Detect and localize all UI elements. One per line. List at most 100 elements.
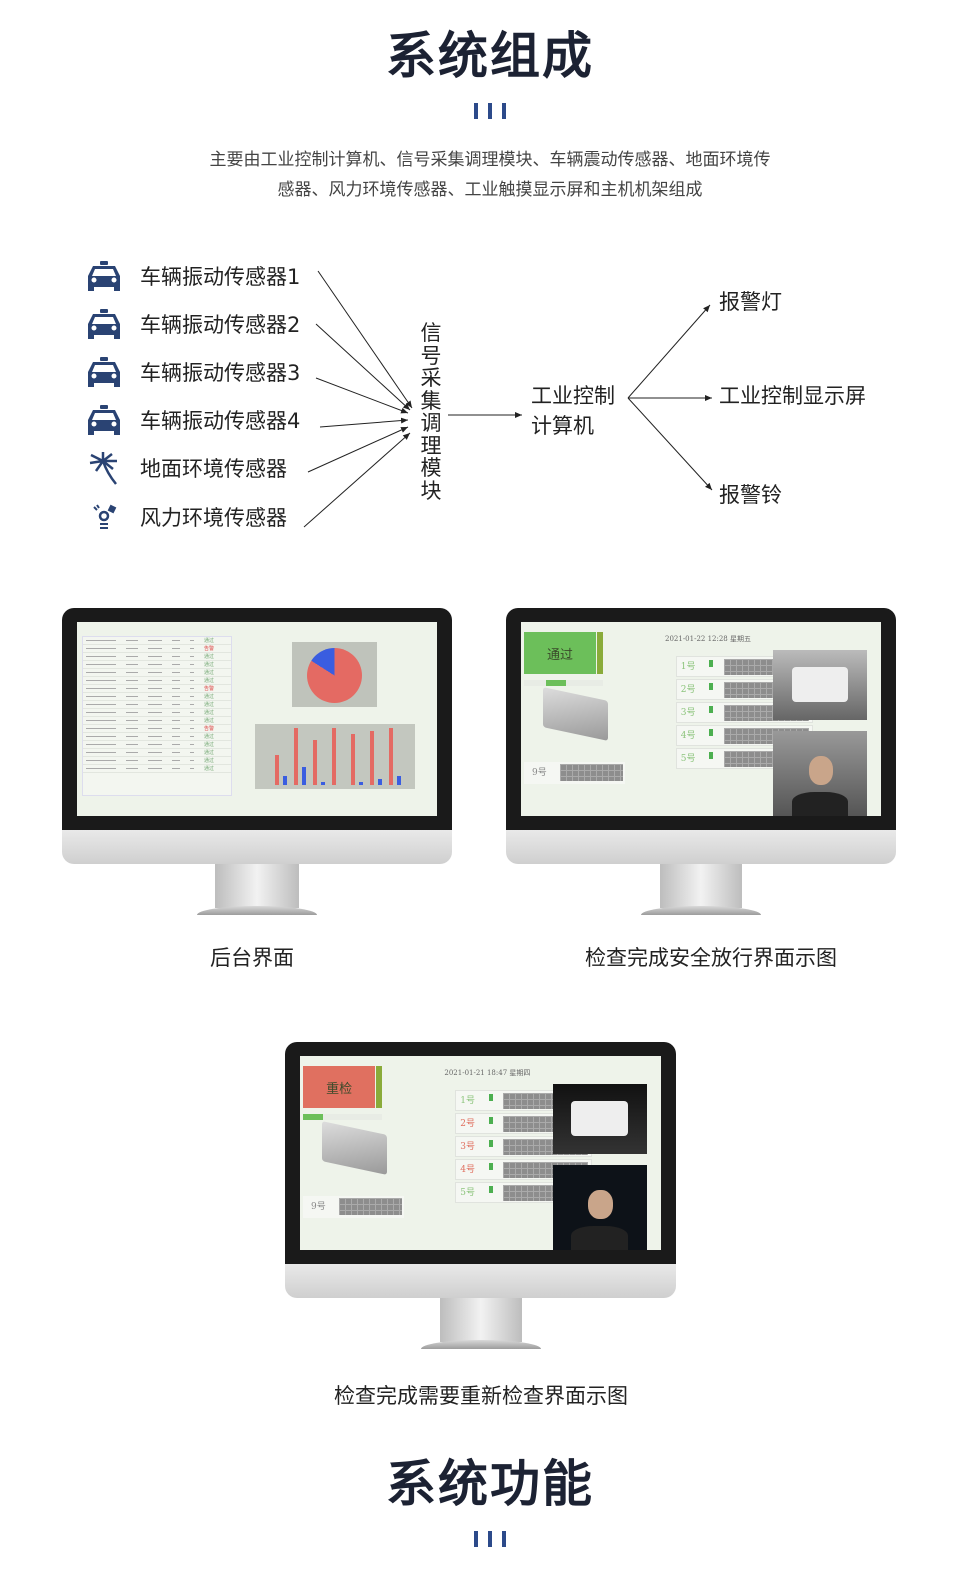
description-line: 主要由工业控制计算机、信号采集调理模块、车辆震动传感器、地面环境传 [209, 150, 771, 170]
status-mark: 通过 [204, 678, 215, 684]
sensor-label: 车辆振动传感器2 [140, 313, 301, 337]
status-mark: 通过 [204, 694, 215, 700]
battery-icon [709, 752, 714, 759]
sensor-id: 3号 [680, 708, 696, 718]
vehicle-type-tabs[interactable] [524, 680, 604, 686]
sensor-id: 1号 [460, 1096, 475, 1106]
table-row: 通过 [83, 749, 231, 757]
arrow-alarm-light [627, 304, 711, 399]
bar-alarm [321, 782, 325, 785]
battery-icon [709, 683, 714, 690]
computer-label-line1: 工业控制 [531, 384, 615, 408]
table-row: 通过 [83, 669, 231, 677]
status-mark: 通过 [204, 654, 215, 660]
caption-backend: 后台界面 [210, 946, 294, 970]
arrow-sensor-3 [315, 377, 409, 414]
bar-pass [332, 728, 336, 785]
status-mark: 告警 [204, 726, 215, 732]
table-row: 通过 [83, 757, 231, 765]
bar-chart-panel [255, 724, 415, 789]
table-row: 通过 [83, 637, 231, 645]
truck-3d-model [542, 687, 608, 741]
status-mark: 通过 [204, 638, 215, 644]
arrow-alarm-bell [627, 397, 713, 491]
env-sensor-id: 9号 [532, 767, 547, 778]
battery-icon [488, 1117, 493, 1124]
table-row: 通过 [83, 741, 231, 749]
battery-icon [709, 729, 714, 736]
sensor-id: 4号 [680, 731, 696, 741]
sensor-id: 1号 [680, 662, 696, 672]
table-row: 通过 [83, 701, 231, 709]
vehicle-camera-photo [773, 650, 867, 720]
description-line: 感器、风力环境传感器、工业触摸显示屏和主机机架组成 [277, 180, 703, 200]
table-row: 告警 [83, 725, 231, 733]
bar-alarm [378, 779, 382, 785]
sensor-item: 风力环境传感器 [84, 499, 287, 535]
bar-alarm [397, 776, 401, 785]
pie-chart-panel [292, 642, 377, 707]
battery-icon [488, 1186, 493, 1193]
status-mark: 通过 [204, 670, 215, 676]
status-box: 通过 [524, 632, 596, 674]
computer-node: 工业控制 计算机 [531, 381, 615, 441]
sensor-item: 车辆振动传感器2 [84, 306, 300, 342]
car-icon [84, 306, 124, 342]
bar-alarm [283, 776, 287, 785]
battery-icon [709, 706, 714, 713]
driver-camera-photo [552, 1164, 647, 1250]
title-ornament [474, 103, 506, 119]
battery-icon [488, 1140, 493, 1147]
vehicle-type-tabs[interactable] [303, 1114, 383, 1120]
sensor-id: 4号 [460, 1165, 475, 1175]
sensor-label: 车辆振动传感器1 [140, 265, 301, 289]
bar-pass [294, 728, 298, 785]
status-box: 重检 [303, 1066, 376, 1108]
output-alarm-bell: 报警铃 [719, 483, 782, 507]
signal-module-label: 信号采集调理模块 [420, 321, 442, 503]
status-mark: 通过 [204, 758, 215, 764]
section-title: 系统组成 [386, 27, 594, 85]
section-title-functions: 系统功能 [386, 1455, 594, 1513]
sensor-item: 车辆振动传感器4 [84, 402, 300, 438]
driver-camera-photo [773, 730, 867, 816]
arrow-sensor-2 [315, 323, 411, 411]
car-icon [84, 258, 124, 294]
arrow-sensor-6 [303, 432, 411, 528]
sensor-id: 2号 [460, 1119, 475, 1129]
bar-pass [313, 740, 317, 785]
pie-chart [307, 648, 362, 703]
table-row: 通过 [83, 653, 231, 661]
table-row: 通过 [83, 765, 231, 773]
sensor-item: 车辆振动传感器1 [84, 258, 300, 294]
battery-icon [709, 660, 714, 667]
section-description: 主要由工业控制计算机、信号采集调理模块、车辆震动传感器、地面环境传 感器、风力环… [0, 145, 980, 205]
status-mark: 告警 [204, 646, 215, 652]
output-display: 工业控制显示屏 [719, 384, 866, 408]
battery-icon [488, 1094, 493, 1101]
title-ornament [474, 1531, 506, 1547]
status-mark: 通过 [204, 710, 215, 716]
env-sensor-panel: 9号 [303, 1195, 405, 1218]
backend-screen: 通过告警通过通过通过通过告警通过通过通过通过告警通过通过通过通过通过 [77, 622, 437, 816]
sensor-id: 5号 [680, 754, 696, 764]
status-mark: 通过 [204, 750, 215, 756]
table-row: 通过 [83, 733, 231, 741]
sensor-id: 2号 [680, 685, 696, 695]
arrow-sensor-5 [307, 426, 409, 473]
computer-label-line2: 计算机 [531, 414, 594, 438]
caption-pass: 检查完成安全放行界面示图 [585, 946, 837, 970]
env-sensor-panel: 9号 [524, 761, 625, 784]
status-label: 通过 [546, 647, 573, 663]
sensor-id: 5号 [460, 1188, 475, 1198]
status-mark: 通过 [204, 702, 215, 708]
bar-pass [389, 728, 393, 785]
bar-pass [370, 731, 374, 785]
status-label: 重检 [326, 1081, 353, 1097]
datetime: 2021-01-21 18:47 星期四 [444, 1069, 531, 1077]
datetime: 2021-01-22 12:28 星期五 [665, 635, 751, 643]
sensor-item: 车辆振动传感器3 [84, 354, 300, 390]
table-row: 通过 [83, 693, 231, 701]
status-mark: 通过 [204, 662, 215, 668]
status-mark: 通过 [204, 718, 215, 724]
